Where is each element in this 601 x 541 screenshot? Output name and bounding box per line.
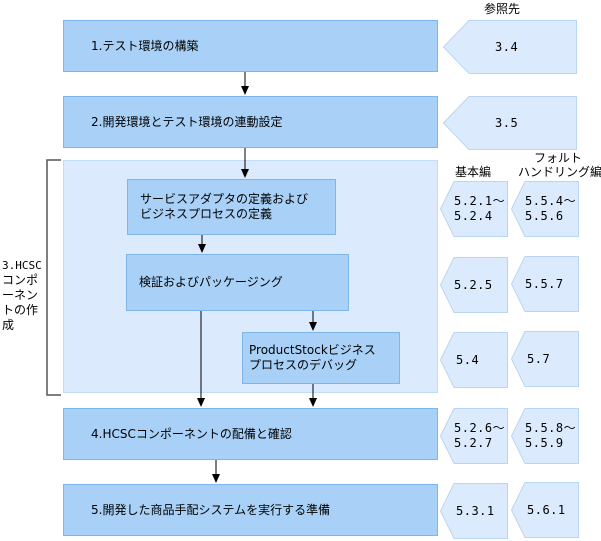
step-5-box: 5.開発した商品手配システムを実行する準備 [63, 484, 438, 536]
step-5-label: 5.開発した商品手配システムを実行する準備 [91, 503, 331, 517]
ref-arrow-shape [440, 408, 508, 464]
header-reference: 参照先 [483, 2, 520, 16]
step-5-ref-basic: 5.3.1 [440, 483, 508, 539]
step-3-label: 3.HCSC コンポ ーネン トの作 成 [2, 259, 42, 332]
step-1-ref-text: 3.4 [495, 39, 519, 54]
step-4-ref-fault: 5.5.8～5.5.9 [511, 408, 579, 464]
substep-define-ref-basic: 5.2.1～5.2.4 [440, 181, 508, 237]
ref-arrow-shape [511, 482, 579, 538]
substep-define-box: サービスアダプタの定義および ビジネスプロセスの定義 [127, 179, 336, 235]
substep-verify-ref-basic: 5.2.5 [440, 257, 508, 313]
arrow-down-icon [197, 311, 205, 407]
ref-arrow-shape [440, 332, 508, 388]
step-4-ref-basic: 5.2.6～5.2.7 [440, 408, 508, 464]
arrow-down-icon [309, 311, 317, 331]
group-bracket [46, 159, 61, 396]
step-2-ref: 3.5 [443, 96, 577, 150]
substep-define-line1: サービスアダプタの定義および [140, 192, 309, 206]
step-1-box: 1.テスト環境の構築 [63, 20, 438, 72]
ref-arrow-shape [511, 181, 579, 237]
substep-verify-ref-fault: 5.5.7 [511, 256, 579, 312]
ref-arrow-shape [440, 257, 508, 313]
step-1-ref: 3.4 [443, 20, 577, 74]
arrow-down-icon [241, 72, 249, 95]
arrow-down-icon [212, 460, 220, 483]
ref-arrow-shape [443, 96, 577, 150]
ref-arrow-shape [440, 181, 508, 237]
ref-arrow-shape [511, 256, 579, 312]
ref-arrow-shape [443, 20, 577, 74]
ref-arrow-shape [511, 331, 579, 387]
header-basic: 基本編 [454, 165, 491, 179]
substep-verify-label: 検証およびパッケージング [139, 275, 283, 289]
ref-arrow-shape [440, 483, 508, 539]
arrow-down-icon [309, 384, 317, 407]
step-4-label: 4.HCSCコンポーネントの配備と確認 [91, 427, 292, 441]
substep-debug-ref-basic: 5.4 [440, 332, 508, 388]
substep-verify-box: 検証およびパッケージング [126, 254, 349, 311]
substep-debug-line1: ProductStockビジネス [249, 343, 376, 357]
ref-arrow-shape [511, 408, 579, 464]
step-1-label: 1.テスト環境の構築 [91, 39, 199, 53]
step-5-ref-fault: 5.6.1 [511, 482, 579, 538]
substep-debug-box: ProductStockビジネス プロセスのデバッグ [242, 332, 400, 384]
step-4-box: 4.HCSCコンポーネントの配備と確認 [63, 408, 438, 460]
step-2-box: 2.開発環境とテスト環境の連動設定 [63, 96, 438, 148]
arrow-down-icon [198, 235, 206, 253]
substep-debug-line2: プロセスのデバッグ [249, 358, 358, 372]
substep-debug-ref-fault: 5.7 [511, 331, 579, 387]
substep-define-ref-fault: 5.5.4～5.5.6 [511, 181, 579, 237]
substep-define-line2: ビジネスプロセスの定義 [140, 207, 273, 221]
header-fault-line2: ハンドリング編 [517, 165, 601, 179]
header-fault-line1: フォルト [533, 151, 582, 165]
step-2-ref-text: 3.5 [495, 115, 519, 130]
step-2-label: 2.開発環境とテスト環境の連動設定 [91, 115, 283, 129]
arrow-down-icon [241, 148, 249, 178]
